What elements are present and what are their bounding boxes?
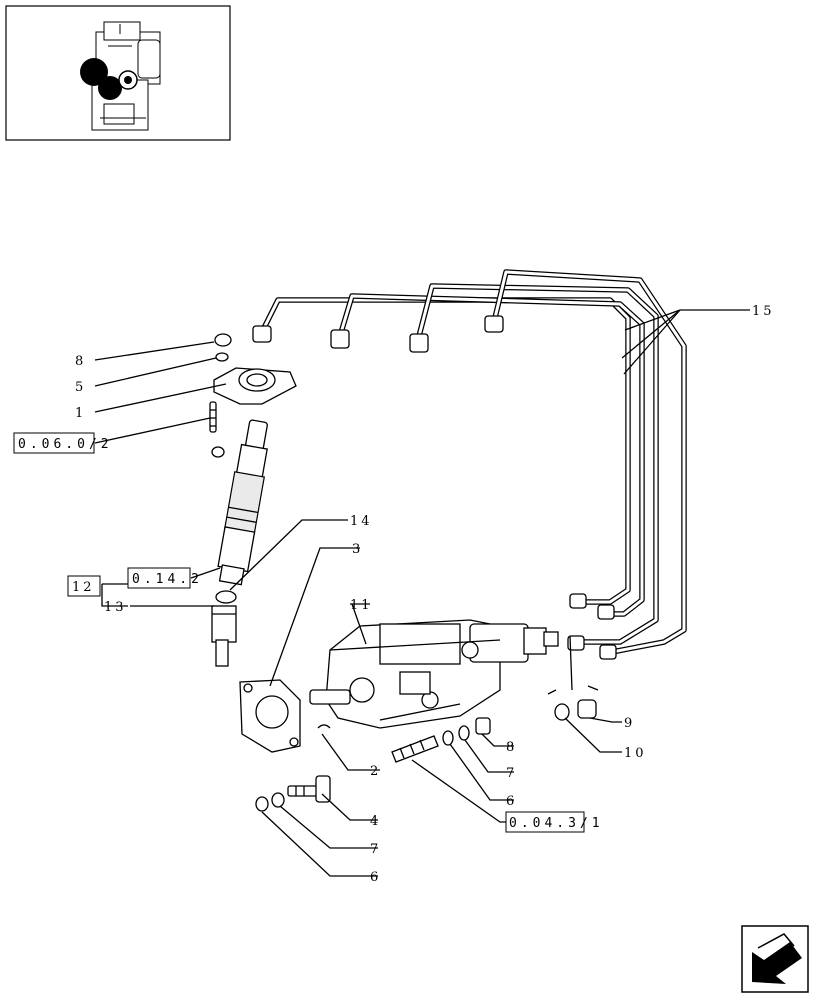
- reference-0-04-3-1[interactable]: 0.04.3/1: [505, 811, 604, 833]
- washer-6-bolt: [255, 796, 269, 812]
- callout-5: 5: [75, 380, 86, 395]
- engine-thumbnail-icon[interactable]: [5, 5, 231, 141]
- callout-13: 13: [104, 600, 127, 615]
- callout-9: 9: [624, 716, 635, 731]
- callout-14: 14: [350, 514, 373, 529]
- washer-6-stud: [442, 730, 454, 746]
- callout-8-stud: 8: [506, 740, 517, 755]
- next-page-arrow-icon[interactable]: [741, 925, 809, 993]
- injection-pipes: [252, 269, 687, 660]
- callout-11: 11: [350, 598, 373, 613]
- callout-10: 10: [624, 746, 647, 761]
- washer-10: [554, 703, 570, 721]
- washer-7-bolt: [271, 792, 285, 808]
- stud-bolt: [209, 401, 217, 433]
- callout-6-stud: 6: [506, 794, 517, 809]
- callout-4: 4: [370, 814, 381, 829]
- key: [317, 724, 331, 729]
- leak-off-connector: [211, 446, 225, 458]
- washer-7-stud: [458, 725, 470, 741]
- bolt-4: [287, 775, 331, 803]
- nut-9: [577, 699, 597, 719]
- injector-clamp: [213, 333, 297, 405]
- callout-2: 2: [370, 764, 381, 779]
- o-ring: [215, 590, 237, 604]
- callout-7-bolt: 7: [370, 842, 381, 857]
- svg-text:0.04.3/1: 0.04.3/1: [509, 816, 604, 831]
- injection-pump: [309, 619, 559, 729]
- leader-lines: [94, 309, 750, 877]
- callout-8: 8: [75, 354, 86, 369]
- callout-12-box: 12: [67, 575, 101, 597]
- svg-text:0.06.0/2: 0.06.0/2: [18, 437, 113, 452]
- nozzle: [211, 605, 237, 667]
- callout-7-stud: 7: [506, 766, 517, 781]
- callout-3: 3: [352, 542, 363, 557]
- nut-8-stud: [475, 717, 491, 735]
- svg-text:12: 12: [72, 580, 95, 595]
- svg-text:0.14.2: 0.14.2: [132, 572, 203, 587]
- injector: [217, 419, 268, 586]
- callout-6-bolt: 6: [370, 870, 381, 885]
- pump-stud: [391, 735, 439, 763]
- reference-0-14-2[interactable]: 0.14.2: [127, 567, 203, 589]
- pump-gasket: [239, 679, 301, 753]
- callout-15: 15: [752, 304, 775, 319]
- callout-1: 1: [75, 406, 86, 421]
- reference-0-06-0-2[interactable]: 0.06.0/2: [13, 432, 113, 454]
